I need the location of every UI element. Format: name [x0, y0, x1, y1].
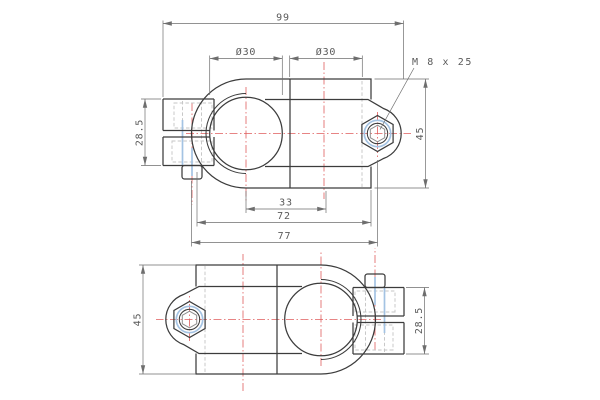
top-view-dimensions: 99 Ø30 Ø30 M 8 x 25 45 28.5 33 72 77	[135, 13, 473, 247]
top-view-part	[162, 61, 412, 206]
dim-axis-distance: 33	[279, 198, 293, 209]
dim-outer-diameter-bottom: 45	[133, 313, 144, 327]
dim-outer-diameter-top: 45	[415, 127, 426, 141]
dim-slot-height-bottom: 28.5	[414, 307, 425, 334]
dim-slot-height-top: 28.5	[135, 119, 146, 146]
dim-bore-left: Ø30	[236, 46, 256, 58]
dim-screw-spacing: 77	[278, 231, 292, 242]
dim-overall-length: 99	[276, 13, 290, 24]
dim-body-length: 72	[277, 211, 291, 222]
screw-spec-label: M 8 x 25	[412, 57, 473, 68]
bottom-view-dimensions: 45 28.5	[133, 264, 429, 375]
bottom-view-part	[155, 247, 405, 392]
dim-bore-right: Ø30	[316, 46, 336, 58]
